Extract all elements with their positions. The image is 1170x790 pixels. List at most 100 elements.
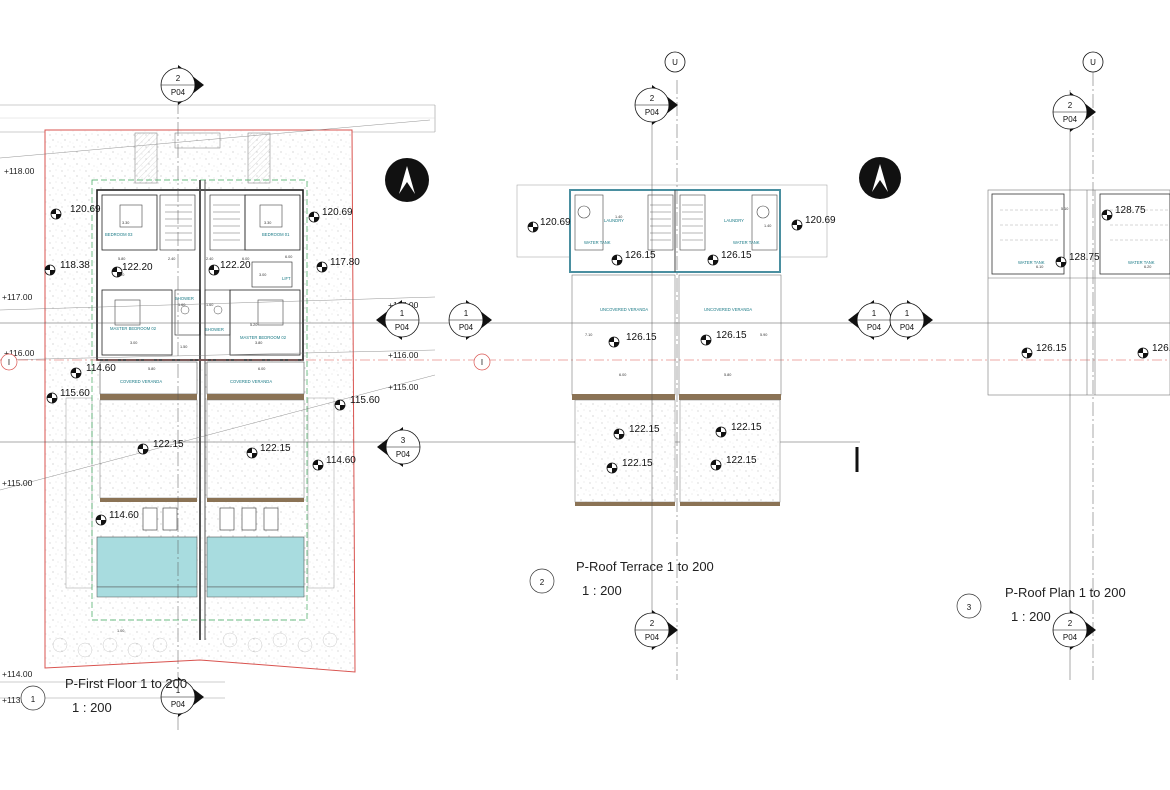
dimension-label: 5.20 [250,323,257,327]
section-sheet-ref: P04 [459,323,474,332]
room-label: MASTER BEDROOM 02 [110,326,157,331]
spot-elevation-label: 122.15 [629,424,660,435]
section-number: 2 [1068,101,1073,110]
spot-elevation-label: 117.80 [330,257,360,268]
view-first-floor [0,100,1170,730]
dimension-label: 6.00 [258,367,265,371]
level-label: +116.00 [388,350,419,360]
dimension-label: 5.80 [148,367,155,371]
spot-elevation-marker [316,261,328,273]
view-title-3: 3 P-Roof Plan 1 to 200 1 : 200 [956,585,1126,624]
dimension-label: 1.00 [117,629,124,633]
section-sheet-ref: P04 [1063,633,1078,642]
dimension-label: 6.00 [242,257,249,261]
spot-elevation-label: 122.15 [731,422,762,433]
view-number: 2 [540,578,545,587]
level-label: +114.00 [2,669,33,679]
dimension-label: 3.30 [264,221,271,225]
spot-elevation-marker [1137,347,1149,359]
section-number: 1 [905,309,910,318]
spot-elevation-marker [527,221,539,233]
view-number: 3 [967,603,972,612]
section-sheet-ref: P04 [867,323,882,332]
spot-elevation-label: 126.15 [716,330,747,341]
spot-elevation-label: 128.75 [1069,252,1100,263]
spot-elevation-marker [606,462,618,474]
section-number: 2 [650,619,655,628]
view-scale: 1 : 200 [582,583,622,598]
section-sheet-ref: P04 [645,108,660,117]
view-title: P-First Floor 1 to 200 [65,676,187,691]
dimension-label: 2.40 [168,257,175,261]
grid-label: U [1090,58,1096,67]
spot-elevation-label: 118.38 [60,260,90,271]
spot-elevation-label: 122.15 [726,455,757,466]
section-number: 2 [650,94,655,103]
spot-elevation-label: 120.69 [540,217,571,228]
view-scale: 1 : 200 [72,700,112,715]
level-label: +115.00 [2,478,33,488]
spot-elevation-marker [611,254,623,266]
spot-elevation-label: 128.75 [1115,205,1146,216]
spot-elevation-marker [1021,347,1033,359]
spot-elevation-label: 114.60 [109,510,139,521]
room-label: SHOWER [205,327,224,332]
spot-elevation-label: 126.15 [721,250,752,261]
dimension-label: 5.80 [724,373,731,377]
dimension-label: 3.80 [255,341,262,345]
room-label: MASTER BEDROOM 02 [240,335,287,340]
dimension-label: 3.30 [122,221,129,225]
dimension-label: 5.10 [1061,207,1068,211]
room-label: COVERED VERANDA [120,379,162,384]
section-sheet-ref: P04 [171,700,186,709]
section-sheet-ref: P04 [645,633,660,642]
spot-elevation-marker [613,428,625,440]
spot-elevation-label: 126.15 [1036,343,1067,354]
room-label: BEDROOM 01 [262,232,290,237]
dimension-label: 6.20 [1144,265,1151,269]
spot-elevation-label: 126.15 [626,332,657,343]
dimension-label: 2.40 [206,257,213,261]
level-label: +117.00 [2,292,33,302]
level-label: +113.00 [2,695,33,705]
spot-elevation-marker [608,336,620,348]
grid-bubble-u: U [1082,51,1104,73]
view-title: P-Roof Plan 1 to 200 [1005,585,1126,600]
view-title-2: 2 P-Roof Terrace 1 to 200 1 : 200 [529,559,714,598]
section-sheet-ref: P04 [171,88,186,97]
room-label: UNCOVERED VERANDA [704,307,752,312]
section-number: 1 [176,686,181,695]
room-label: BEDROOM 03 [105,232,133,237]
spot-elevation-label: 126.15 [1152,343,1170,354]
view-roof-terrace [516,80,828,680]
spot-elevation-label: 122.15 [153,439,184,450]
section-sheet-ref: P04 [1063,115,1078,124]
room-label: SHOWER [175,296,194,301]
section-sheet-ref: P04 [396,450,411,459]
section-number: 1 [400,309,405,318]
spot-elevation-marker [707,254,719,266]
view-roof-plan [987,72,1170,680]
spot-elevation-marker [137,443,149,455]
room-label: LIFT [282,276,291,281]
room-label: WATER TANK [1128,260,1155,265]
spot-elevation-marker [700,334,712,346]
spot-elevation-marker [46,392,58,404]
spot-elevation-marker [791,219,803,231]
section-markers: 2P041P041P043P042P042P041P041P042P042P04… [160,51,1104,717]
spot-elevation-marker [312,459,324,471]
spot-elevation-label: 122.15 [622,458,653,469]
section-number: 1 [872,309,877,318]
